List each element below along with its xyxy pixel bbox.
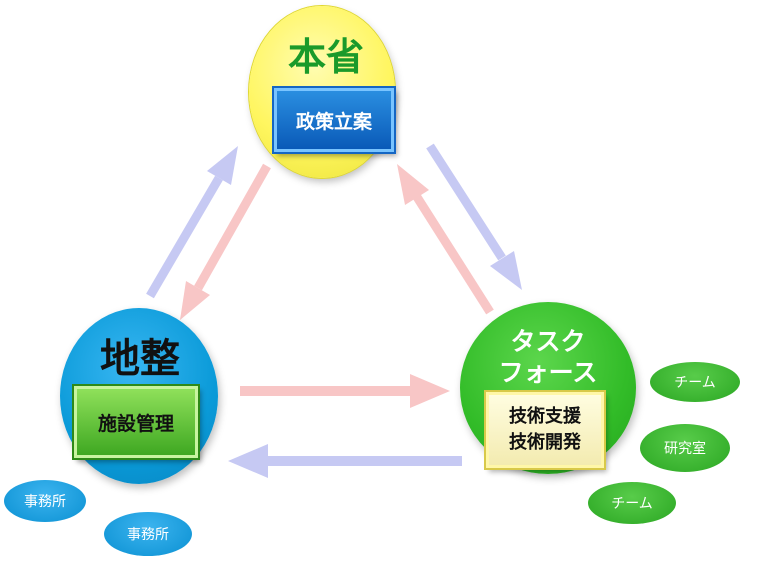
taskforce-title: タスク フォース [478,326,618,388]
taskforce-title-line1: タスク [510,327,586,356]
lab-oval: 研究室 [640,424,730,472]
jimusho-label-1: 事務所 [24,494,66,510]
arrow-chisei-to-honsho [146,146,238,299]
chisei-role-label: 施設管理 [97,412,174,435]
honsho-role-label: 政策立案 [295,110,372,133]
team-label-2: チーム [611,496,653,512]
arrow-taskforce-to-honsho [397,164,494,315]
jimusho-oval-1: 事務所 [4,480,86,522]
team-label-1: チーム [674,375,716,391]
arrow-taskforce-to-chisei [228,444,462,478]
arrow-chisei-to-taskforce [240,374,450,408]
taskforce-role-line1: 技術支援 [509,406,581,427]
chisei-title: 地整 [100,336,180,382]
chisei-role-box: 施設管理 [74,386,198,458]
honsho-role-box: 政策立案 [274,88,394,152]
honsho-title: 本省 [287,35,364,79]
taskforce-role-box: 技術支援 技術開発 [486,392,604,468]
jimusho-oval-2: 事務所 [104,512,192,556]
arrow-honsho-to-taskforce [426,143,522,290]
taskforce-title-line2: フォース [498,358,598,387]
lab-label: 研究室 [664,441,706,457]
jimusho-label-2: 事務所 [127,527,169,543]
team-oval-1: チーム [650,362,740,402]
taskforce-role-line2: 技術開発 [509,432,581,453]
arrow-honsho-to-chisei [180,163,271,320]
team-oval-2: チーム [588,482,676,524]
